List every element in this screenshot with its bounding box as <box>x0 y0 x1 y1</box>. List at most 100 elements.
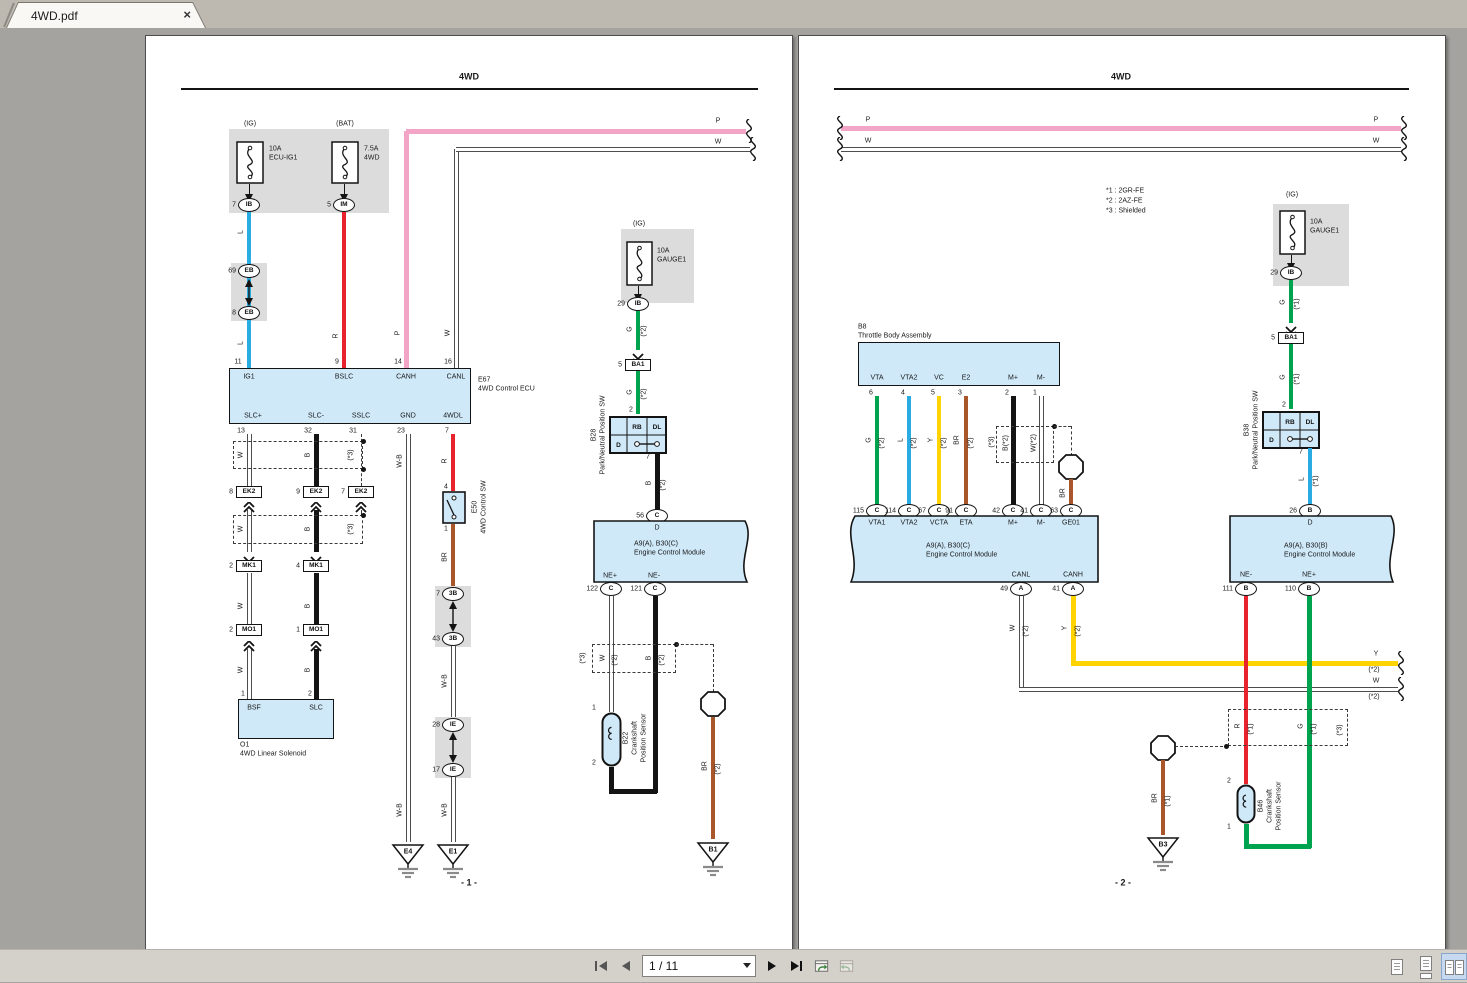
label: L <box>897 438 905 442</box>
label: R <box>1234 723 1242 729</box>
wire <box>451 524 455 587</box>
label: (*2) <box>940 437 948 449</box>
shield-box <box>233 515 363 544</box>
label: 4WD Linear Solenoid <box>240 750 307 758</box>
label: 10A <box>657 247 670 255</box>
label: W <box>1009 624 1017 632</box>
label: L <box>1298 477 1306 481</box>
single-page-view-button[interactable] <box>1383 953 1409 980</box>
label: BR <box>1059 488 1067 498</box>
label: (*3) <box>347 523 355 535</box>
page-number-field[interactable]: 1 / 11 <box>642 955 756 977</box>
next-view-button[interactable] <box>838 957 856 975</box>
label: 4WD Control ECU <box>478 385 535 393</box>
label: Park/Neutral Position SW <box>599 395 607 475</box>
svg-text:RB: RB <box>1285 419 1295 426</box>
title-rule <box>181 88 758 90</box>
label: A9(A), B30(B) <box>1284 542 1328 550</box>
ecm-c-block <box>849 515 1099 583</box>
previous-page-icon <box>622 961 630 971</box>
first-page-button[interactable] <box>592 957 610 975</box>
label: Engine Control Module <box>634 549 706 557</box>
last-page-button[interactable] <box>788 957 806 975</box>
ground-e4: E4 <box>389 844 427 889</box>
close-icon[interactable]: × <box>183 7 191 22</box>
label: W-B <box>396 803 404 817</box>
wire <box>1289 280 1293 323</box>
label: (*2) <box>1022 625 1030 637</box>
e50-switch <box>442 491 466 529</box>
continuous-view-button[interactable] <box>1412 953 1438 980</box>
next-page-icon <box>768 961 776 971</box>
wire <box>636 371 640 414</box>
label: (*2) <box>878 437 886 449</box>
wire <box>313 510 319 552</box>
wire <box>451 434 455 491</box>
previous-page-button[interactable] <box>617 957 635 975</box>
next-page-button[interactable] <box>763 957 781 975</box>
wire <box>405 434 411 842</box>
label: (IG) <box>632 220 646 228</box>
shield-box <box>996 426 1054 463</box>
wire <box>248 184 250 194</box>
label: M- <box>1036 374 1046 382</box>
fuse-4wd <box>331 141 359 189</box>
o1-block <box>238 699 334 739</box>
label: W <box>237 525 245 533</box>
wire <box>636 311 640 350</box>
shield-ground-icon <box>1058 454 1084 485</box>
dashed-wire <box>1071 426 1072 456</box>
page-number: - 2 - <box>1114 877 1132 888</box>
dropdown-arrow-icon[interactable] <box>743 963 751 968</box>
connector-chevron-icon <box>308 500 324 518</box>
last-page-icon <box>791 961 802 971</box>
label: E2 <box>961 374 971 382</box>
wire <box>450 646 456 718</box>
title-rule <box>834 88 1409 90</box>
label: 1 <box>1033 389 1037 397</box>
page-navigation: 1 / 11 <box>592 955 856 977</box>
wire <box>608 767 614 791</box>
label: G <box>865 437 873 443</box>
wire-break-icon <box>833 136 845 166</box>
tab-4wd-pdf[interactable]: 4WD.pdf × <box>6 2 206 28</box>
label: VTA <box>870 374 884 382</box>
label: VTA2 <box>900 519 918 527</box>
label: 14 <box>394 358 402 366</box>
label: (*2) <box>611 654 619 666</box>
label: W <box>237 451 245 459</box>
label: B <box>645 480 653 486</box>
label: P <box>865 116 871 124</box>
junction-dot <box>360 466 366 472</box>
label: Position Sensor <box>1275 781 1283 831</box>
label: B38 <box>1243 423 1251 437</box>
wire <box>1018 596 1024 691</box>
label: B <box>304 526 312 532</box>
label: L <box>237 341 245 345</box>
previous-view-button[interactable] <box>813 957 831 975</box>
label: (*1) <box>1312 475 1320 487</box>
connector-chevron-icon <box>353 500 369 518</box>
note-1: *1 : 2GR-FE <box>1106 187 1145 195</box>
label: Park/Neutral Position SW <box>1252 390 1260 470</box>
dashed-wire <box>676 644 713 645</box>
label: A9(A), B30(C) <box>926 542 970 550</box>
label: P <box>715 117 721 125</box>
label: O1 <box>240 741 250 749</box>
two-page-view-button[interactable] <box>1441 953 1467 980</box>
wire-break-icon <box>833 115 845 145</box>
label: M- <box>1036 519 1046 527</box>
label: B <box>304 452 312 458</box>
ecm-b-block <box>1229 515 1396 583</box>
